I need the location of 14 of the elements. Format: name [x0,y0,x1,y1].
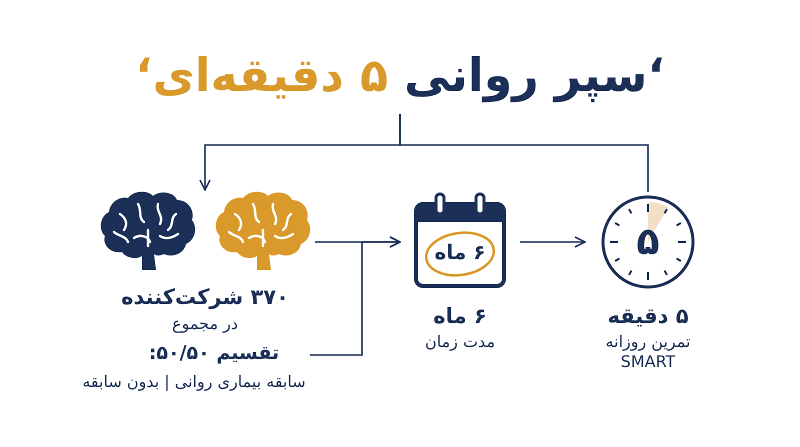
participants-count: ۳۷۰ شرکت‌کننده [120,285,290,309]
connector-arrow [520,236,586,248]
connector-arrow [310,236,401,356]
title-text: ‘سپر روانی [404,48,665,102]
duration-note: مدت زمان [424,332,496,351]
exercise-note: تمرین روزانه SMART [604,332,692,372]
calendar-label: ۶ ماه [434,240,486,264]
duration-value: ۶ ماه [432,304,488,328]
split-groups: سابقه بیماری روانی | بدون سابقه [78,372,310,391]
title-highlight: ۵ دقیقه‌ای‘ [135,48,388,102]
split-heading: تقسیم ۵۰/۵۰: [148,342,280,364]
timer-number: ۵ [635,219,661,263]
participants-note: در مجموع [171,314,239,333]
minutes-value: ۵ دقیقه [606,304,690,328]
